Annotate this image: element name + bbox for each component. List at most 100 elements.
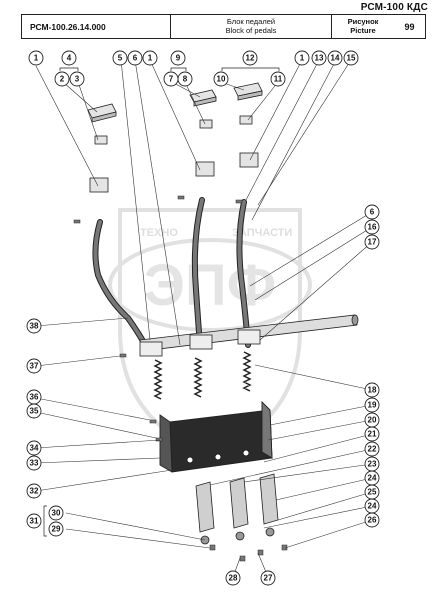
- svg-text:26: 26: [368, 516, 377, 525]
- svg-text:2: 2: [60, 75, 65, 84]
- callout-13: 13: [311, 50, 327, 66]
- callout-29: 29: [48, 521, 64, 537]
- picture-number: 99: [404, 21, 415, 32]
- callout-1-a: 1: [28, 50, 44, 66]
- callout-23: 23: [364, 456, 380, 472]
- callout-15: 15: [343, 50, 359, 66]
- callout-36: 36: [26, 389, 42, 405]
- callout-4: 4: [61, 50, 77, 66]
- svg-text:15: 15: [347, 54, 356, 63]
- svg-text:17: 17: [368, 238, 377, 247]
- svg-text:9: 9: [176, 54, 181, 63]
- callout-3: 3: [69, 71, 85, 87]
- callout-1-c: 1: [294, 50, 310, 66]
- picture-label: Рисунок Picture: [332, 15, 394, 38]
- leader-lines: [35, 59, 373, 578]
- watermark-letters: ЭПФ: [144, 253, 276, 318]
- svg-text:11: 11: [274, 75, 283, 84]
- callout-34: 34: [26, 440, 42, 456]
- callout-7: 7: [163, 71, 179, 87]
- svg-text:8: 8: [183, 75, 188, 84]
- svg-text:1: 1: [300, 54, 305, 63]
- callout-6-a: 6: [127, 50, 143, 66]
- svg-text:3: 3: [75, 75, 80, 84]
- callout-31: 31: [26, 513, 42, 529]
- svg-text:1: 1: [34, 54, 39, 63]
- svg-text:35: 35: [30, 407, 39, 416]
- brake-valves: [195, 473, 279, 545]
- svg-text:12: 12: [246, 54, 255, 63]
- callout-9: 9: [170, 50, 186, 66]
- callout-markers: 1 2 3 4 5 6 1 9 7 8 10 12 11 1 13 14 15 …: [26, 50, 380, 586]
- svg-text:38: 38: [30, 322, 39, 331]
- return-springs: [153, 351, 252, 400]
- svg-text:1: 1: [148, 54, 153, 63]
- svg-text:30: 30: [52, 509, 61, 518]
- callout-24-a: 24: [364, 470, 380, 486]
- callout-33: 33: [26, 455, 42, 471]
- svg-text:24: 24: [368, 474, 377, 483]
- fasteners: [73, 195, 288, 562]
- callout-35: 35: [26, 403, 42, 419]
- svg-text:5: 5: [118, 54, 123, 63]
- svg-text:6: 6: [370, 208, 375, 217]
- callout-12: 12: [242, 50, 258, 66]
- svg-text:20: 20: [368, 416, 377, 425]
- svg-text:22: 22: [368, 445, 377, 454]
- mounting-bracket: [159, 400, 273, 473]
- picture-label-en: Picture: [350, 26, 376, 35]
- svg-text:7: 7: [169, 75, 174, 84]
- callout-22: 22: [364, 441, 380, 457]
- callout-1-b: 1: [142, 50, 158, 66]
- group-brackets: [43, 67, 280, 537]
- svg-text:10: 10: [217, 75, 226, 84]
- callout-38: 38: [26, 318, 42, 334]
- svg-text:34: 34: [30, 444, 39, 453]
- picture-label-ru: Рисунок: [347, 17, 379, 26]
- callout-16: 16: [364, 219, 380, 235]
- pedal-shaft: [139, 314, 359, 357]
- svg-text:24: 24: [368, 502, 377, 511]
- svg-text:36: 36: [30, 393, 39, 402]
- svg-text:18: 18: [368, 386, 377, 395]
- title-block: РСМ-100.26.14.000 Блок педалей Block of …: [21, 14, 426, 39]
- callout-25: 25: [364, 484, 380, 500]
- svg-text:13: 13: [315, 54, 324, 63]
- callout-21: 21: [364, 426, 380, 442]
- callout-24-b: 24: [364, 498, 380, 514]
- svg-text:29: 29: [52, 525, 61, 534]
- pedal-pads: [87, 82, 263, 193]
- callout-8: 8: [177, 71, 193, 87]
- callout-37: 37: [26, 358, 42, 374]
- svg-text:4: 4: [67, 54, 72, 63]
- watermark-word-right: ЗАПЧАСТИ: [232, 227, 292, 239]
- svg-text:14: 14: [331, 54, 340, 63]
- callout-18: 18: [364, 382, 380, 398]
- callout-30: 30: [48, 505, 64, 521]
- watermark-word-left: ТЕХНО: [140, 227, 178, 239]
- callout-14: 14: [327, 50, 343, 66]
- callout-32: 32: [26, 483, 42, 499]
- pedal-arms: [92, 197, 251, 353]
- callout-19: 19: [364, 397, 380, 413]
- callout-20: 20: [364, 412, 380, 428]
- callout-5: 5: [112, 50, 128, 66]
- svg-text:28: 28: [229, 574, 238, 583]
- callout-17: 17: [364, 234, 380, 250]
- brand-title: РСМ-100 КДС: [360, 2, 428, 13]
- assembly-title-en: Block of pedals: [225, 26, 277, 35]
- svg-text:6: 6: [133, 54, 138, 63]
- svg-text:27: 27: [264, 574, 273, 583]
- svg-text:23: 23: [368, 460, 377, 469]
- svg-text:37: 37: [30, 362, 39, 371]
- svg-text:16: 16: [368, 223, 377, 232]
- callout-6-b: 6: [364, 204, 380, 220]
- svg-text:25: 25: [368, 488, 377, 497]
- callout-11: 11: [270, 71, 286, 87]
- callout-10: 10: [213, 71, 229, 87]
- callout-26: 26: [364, 512, 380, 528]
- callout-27: 27: [260, 570, 276, 586]
- assembly-title-ru: Блок педалей: [226, 17, 276, 26]
- callout-28: 28: [225, 570, 241, 586]
